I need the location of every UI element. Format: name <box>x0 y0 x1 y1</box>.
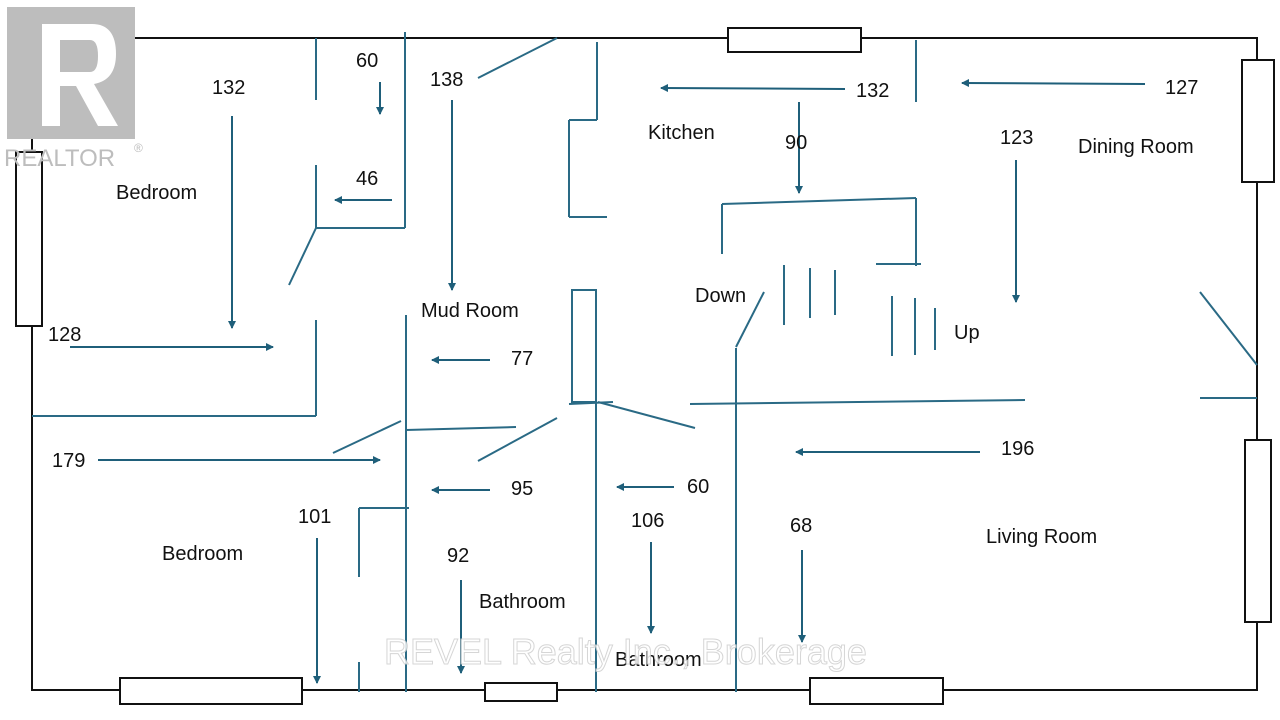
dimension-label: 128 <box>48 324 81 346</box>
window-right-top <box>1241 59 1275 183</box>
window-bottom-left <box>119 677 303 705</box>
room-label-dining-room: Dining Room <box>1078 136 1194 158</box>
dimension-label: 127 <box>1165 77 1198 99</box>
stairs-label-up: Up <box>954 322 980 344</box>
room-label-living-room: Living Room <box>986 526 1097 548</box>
dimension-labels: 132 128 60 46 138 77 132 90 127 123 179 … <box>48 50 1198 567</box>
interior-walls <box>32 32 1258 692</box>
room-label-kitchen: Kitchen <box>648 122 715 144</box>
room-label-bathroom-left: Bathroom <box>479 591 566 613</box>
window-top <box>727 27 862 53</box>
room-label-mud-room: Mud Room <box>421 300 519 322</box>
brokerage-watermark: REVEL Realty Inc., Brokerage <box>384 631 867 672</box>
dimension-label: 106 <box>631 510 664 532</box>
room-label-bathroom-right: Bathroom <box>615 649 702 671</box>
dimension-label: 101 <box>298 506 331 528</box>
window-right-bottom <box>1244 439 1272 623</box>
window-left <box>15 151 43 327</box>
dimension-label: 77 <box>511 348 533 370</box>
room-labels: Bedroom Bedroom Mud Room Kitchen Dining … <box>116 122 1194 671</box>
dimension-label: 196 <box>1001 438 1034 460</box>
dimension-label: 123 <box>1000 127 1033 149</box>
room-label-bedroom-top: Bedroom <box>116 182 197 204</box>
dimension-label: 138 <box>430 69 463 91</box>
realtor-logo-mark: ® <box>134 141 143 155</box>
dimension-label: 179 <box>52 450 85 472</box>
exterior-walls <box>31 37 1258 691</box>
dimension-label: 132 <box>212 77 245 99</box>
dimension-label: 132 <box>856 80 889 102</box>
stairs-label-down: Down <box>695 285 746 307</box>
window-bottom-mid <box>484 682 558 702</box>
room-label-bedroom-bottom: Bedroom <box>162 543 243 565</box>
realtor-logo-text: REALTOR <box>4 145 115 172</box>
window-bottom-right <box>809 677 944 705</box>
dimension-label: 95 <box>511 478 533 500</box>
realtor-logo: REALTOR ® <box>4 7 143 172</box>
dimension-label: 68 <box>790 515 812 537</box>
dimension-arrow <box>961 79 1146 88</box>
dimension-label: 90 <box>785 132 807 154</box>
windows <box>15 27 1275 705</box>
dimension-label: 60 <box>356 50 378 72</box>
dimension-label: 60 <box>687 476 709 498</box>
dimension-arrows <box>70 79 1146 684</box>
dimension-label: 46 <box>356 168 378 190</box>
dimension-arrow <box>660 84 846 93</box>
dimension-label: 92 <box>447 545 469 567</box>
